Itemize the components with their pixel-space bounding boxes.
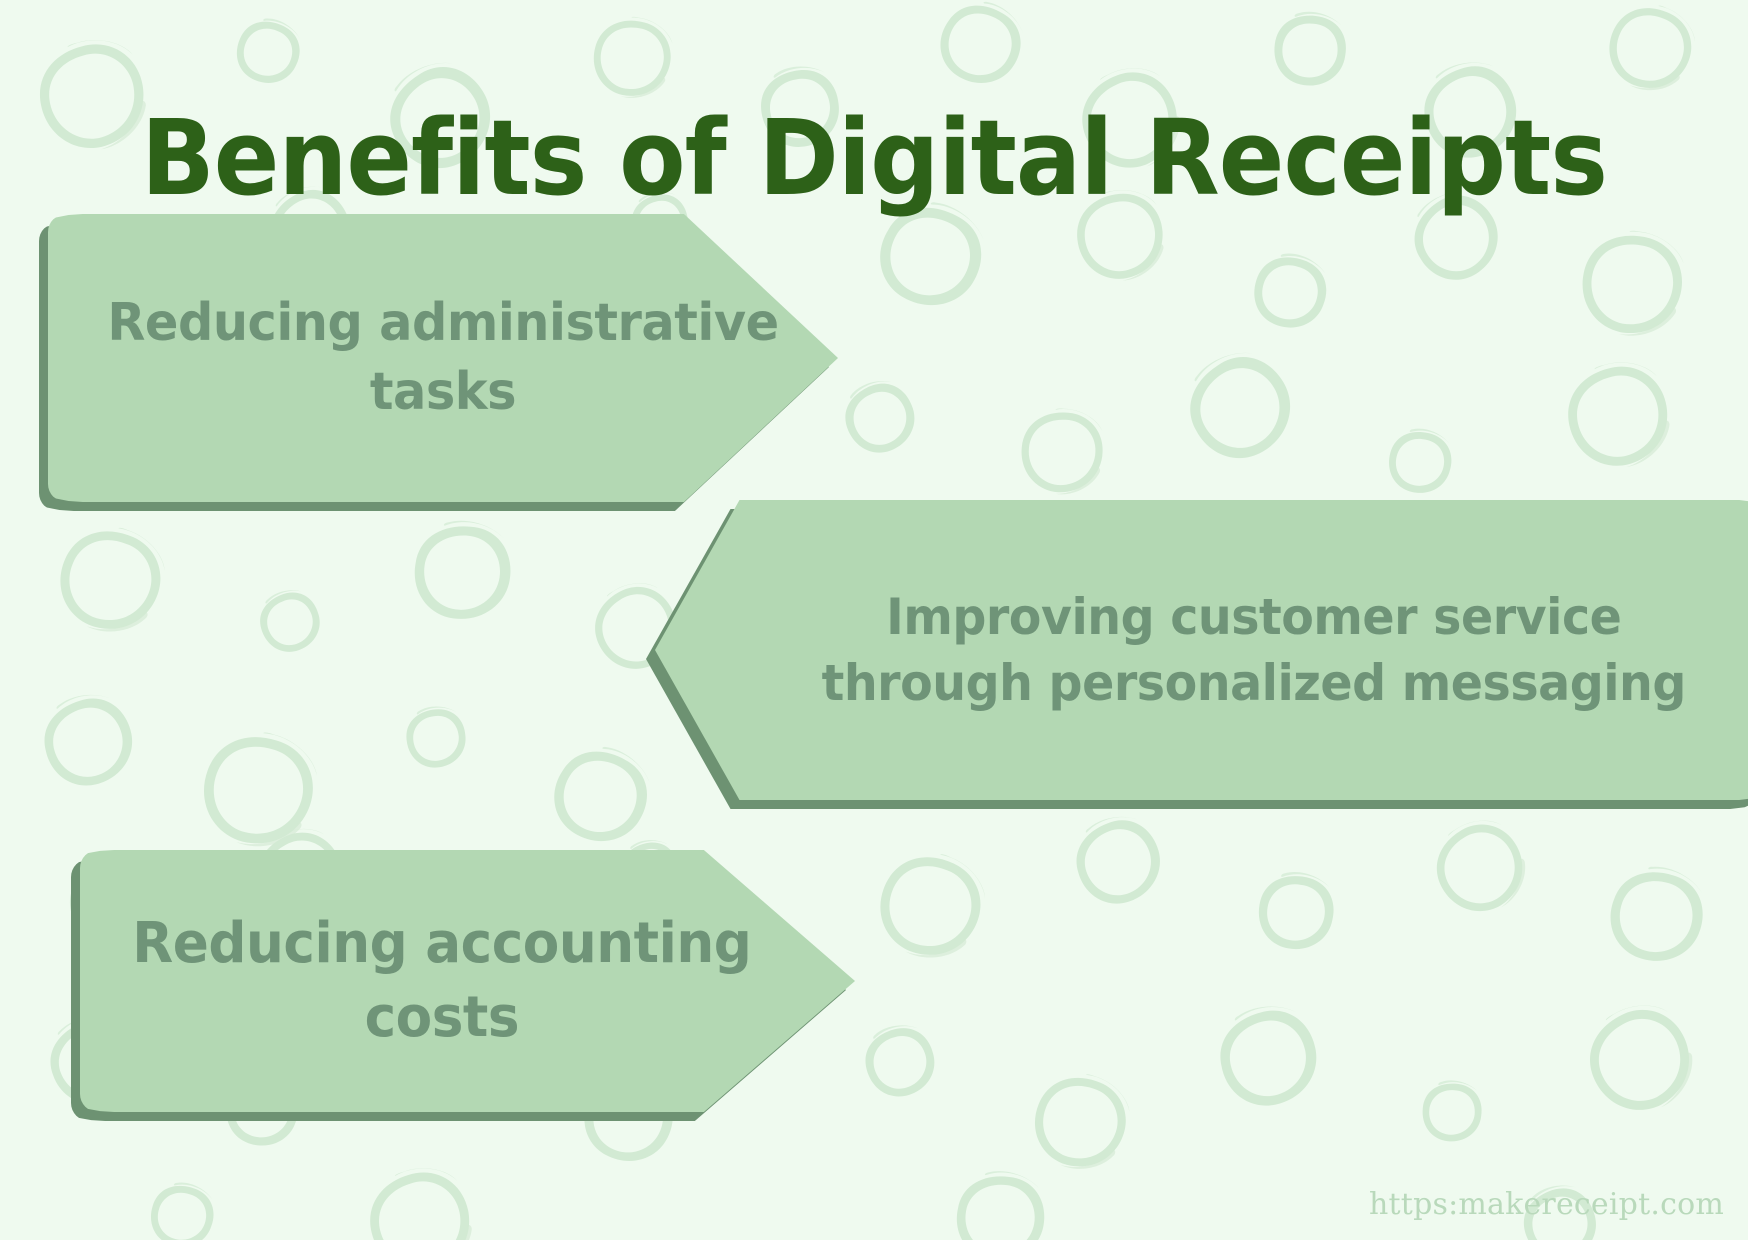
card-fill [655, 500, 1748, 800]
page-title: Benefits of Digital Receipts [141, 96, 1608, 219]
benefit-label-3: Reducing accounting costs [132, 911, 752, 1050]
benefit-card-3: Reducing accounting costs [71, 850, 855, 1121]
benefit-label-2: Improving customer service through perso… [821, 588, 1687, 712]
benefit-card-1: Reducing administrative tasks [39, 214, 838, 511]
benefit-card-2: Improving customer service through perso… [646, 500, 1748, 809]
site-watermark: https:makereceipt.com [1369, 1187, 1724, 1222]
benefit-label-1: Reducing administrative tasks [107, 293, 779, 422]
